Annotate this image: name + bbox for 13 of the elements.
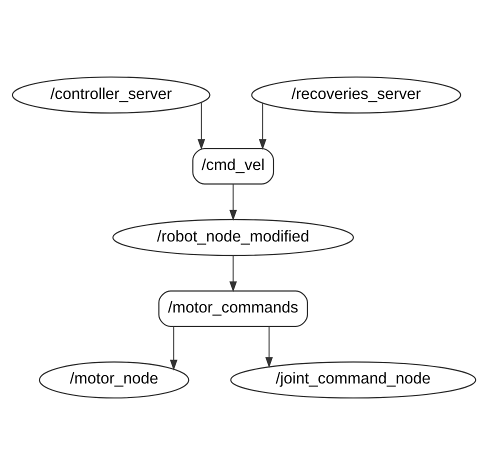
arrow (198, 102, 206, 150)
arrow (265, 326, 273, 368)
arrow (258, 102, 266, 150)
node-box: /motor_commands (158, 290, 308, 328)
node-ellipse: /motor_node (38, 361, 190, 399)
node-box: /cmd_vel (192, 148, 274, 185)
node-ellipse: /robot_node_modified (112, 218, 354, 256)
node-ellipse: /recoveries_server (251, 76, 462, 114)
arrow (229, 255, 237, 292)
arrow (229, 184, 237, 221)
node-ellipse: /joint_command_node (230, 361, 476, 399)
arrow (170, 326, 178, 371)
node-ellipse: /controller_server (12, 76, 210, 114)
